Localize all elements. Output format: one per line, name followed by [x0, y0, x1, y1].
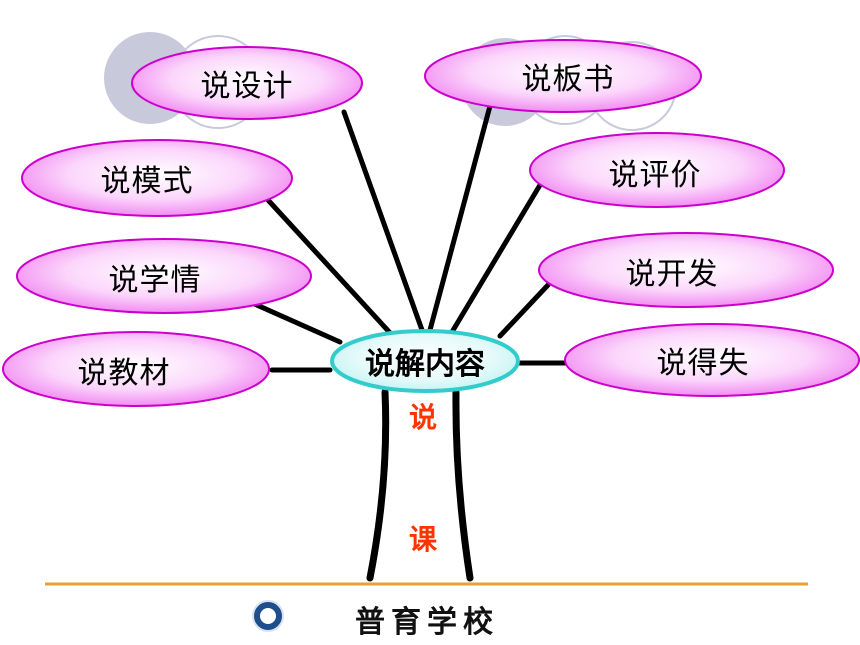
ellipse-evaluation [529, 132, 785, 208]
branch-label-design: 说设计 [200, 69, 294, 104]
ellipse-design [131, 46, 363, 120]
connector-lines [247, 103, 571, 373]
branch-ellipses [2, 39, 860, 407]
branch-label-board: 说板书 [521, 62, 615, 97]
ellipse-development [538, 232, 834, 308]
trunk-right [452, 388, 474, 582]
branch-label-evaluation: 说评价 [608, 158, 702, 193]
connector-mode [265, 197, 395, 338]
ellipse-board [424, 39, 702, 113]
connector-evaluation [449, 182, 543, 335]
center-ellipse [330, 329, 520, 393]
connector-design [341, 109, 425, 333]
school-logo-icon [252, 600, 284, 632]
trunk-char-bottom: 课 [408, 523, 438, 556]
connector-learning [247, 299, 343, 345]
connector-board [427, 103, 493, 333]
center-label: 说解内容 [365, 347, 485, 382]
branch-label-learning: 说学情 [108, 263, 202, 298]
ellipse-material [2, 331, 270, 407]
school-name: 普育学校 [355, 605, 499, 640]
ellipse-mode [21, 139, 293, 217]
trunk [366, 388, 474, 582]
connector-development [497, 282, 551, 339]
branch-label-gains: 说得失 [656, 346, 750, 381]
ellipse-learning [16, 238, 312, 314]
trunk-left [366, 388, 390, 582]
branch-label-material: 说教材 [77, 356, 171, 391]
ellipse-gains [564, 323, 860, 397]
branch-label-development: 说开发 [625, 257, 719, 292]
branch-label-mode: 说模式 [100, 164, 194, 199]
trunk-char-top: 说 [408, 401, 438, 434]
